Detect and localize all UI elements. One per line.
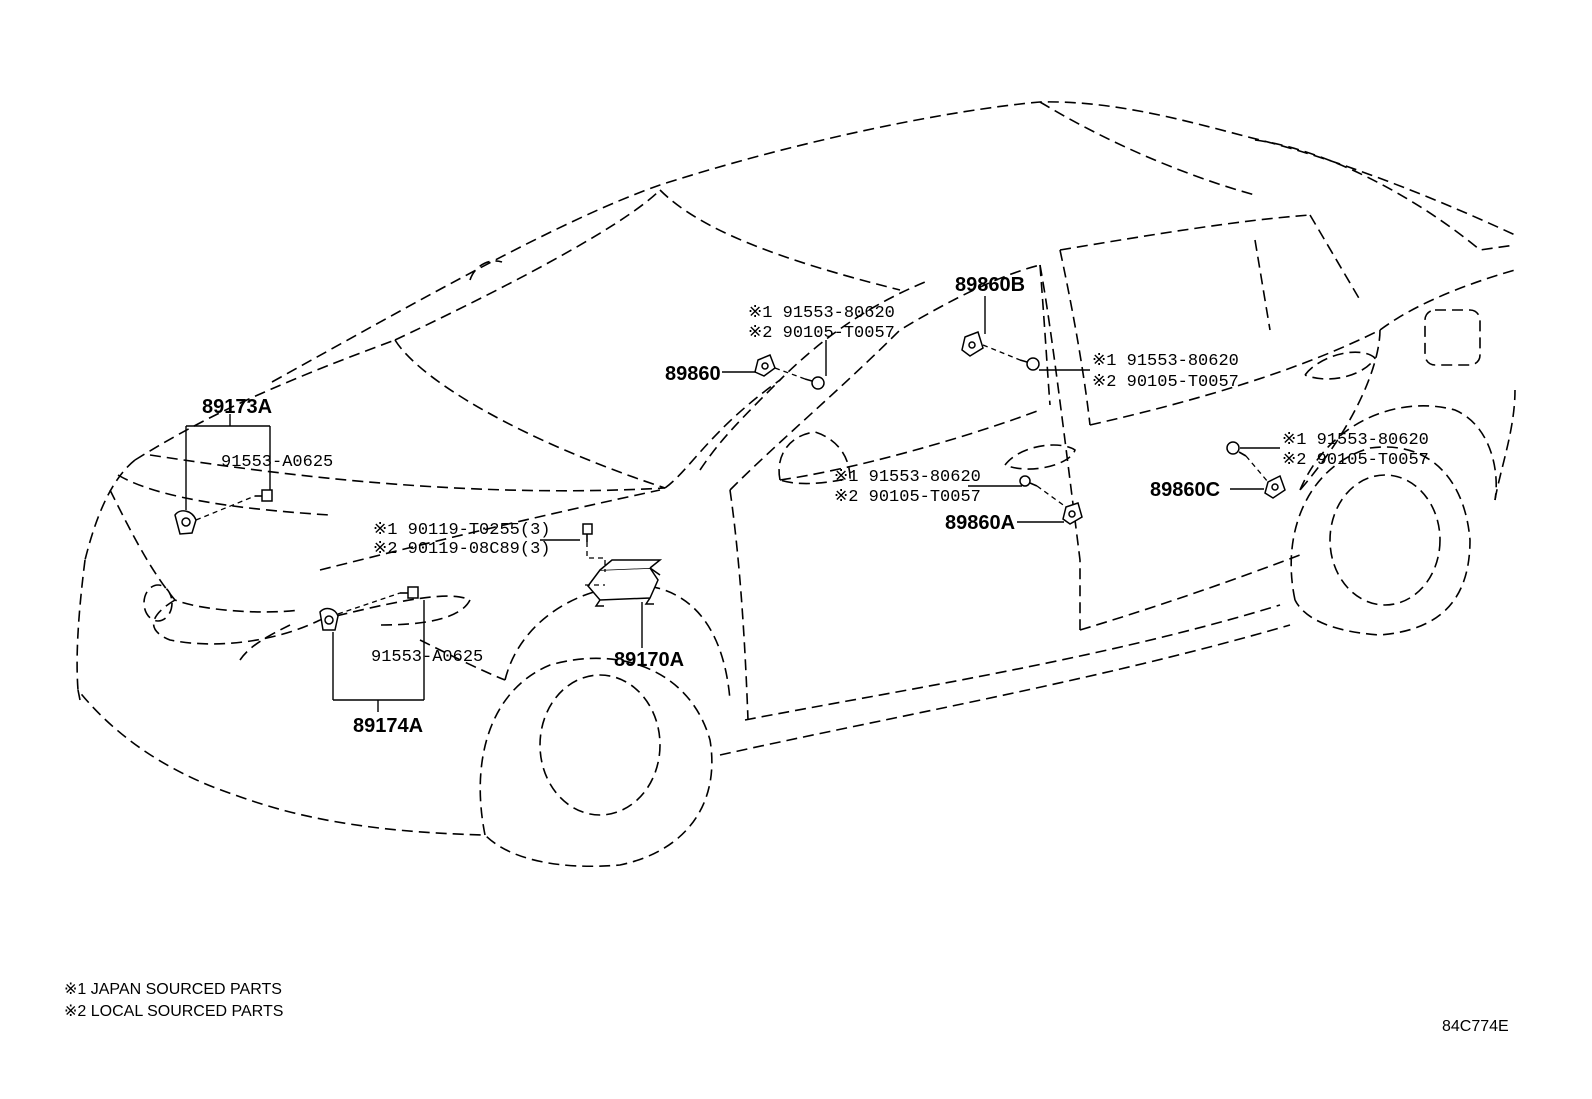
- bolt-91553-A0625-top-icon: [255, 489, 273, 502]
- label-89860B: 89860B: [955, 274, 1025, 296]
- label-90119-local: ※2 90119-08C89(3): [373, 540, 550, 559]
- label-89170A: 89170A: [614, 649, 684, 671]
- sensor-89173A-icon: [174, 510, 197, 535]
- label-89860A-japan: ※1 91553-80620: [834, 468, 981, 487]
- label-89860: 89860: [665, 363, 721, 385]
- label-89860-local: ※2 90105-T0057: [748, 324, 895, 343]
- label-89860C-japan: ※1 91553-80620: [1282, 431, 1429, 450]
- bolt-89860A-icon: [1019, 475, 1038, 487]
- bolt-91553-A0625-bottom-icon: [400, 586, 419, 599]
- label-89173A: 89173A: [202, 396, 272, 418]
- car-outline: [76, 101, 1516, 868]
- label-90119-japan: ※1 90119-T0255(3): [373, 521, 550, 540]
- label-89860A-local: ※2 90105-T0057: [834, 488, 981, 507]
- bolt-89860-icon: [804, 376, 825, 390]
- note-local-sourced: ※2 LOCAL SOURCED PARTS: [64, 1003, 284, 1020]
- leader-lines: [185, 296, 1280, 712]
- bolt-89860C-icon: [1226, 441, 1247, 457]
- bolt-89860B-icon: [1019, 357, 1040, 371]
- label-89860C: 89860C: [1150, 479, 1220, 501]
- sensor-89860C-icon: [1264, 474, 1286, 499]
- label-91553-A0625-top: 91553-A0625: [221, 453, 333, 472]
- label-89860C-local: ※2 90105-T0057: [1282, 451, 1429, 470]
- sensor-89174A-icon: [319, 607, 339, 631]
- label-89860-japan: ※1 91553-80620: [748, 304, 895, 323]
- sensor-89860-icon: [754, 354, 776, 377]
- sensor-89860A-icon: [1062, 502, 1083, 525]
- label-89860A: 89860A: [945, 512, 1015, 534]
- label-89860B-local: ※2 90105-T0057: [1092, 373, 1239, 392]
- label-91553-A0625-bottom: 91553-A0625: [371, 648, 483, 667]
- figure-code: 84C774E: [1442, 1018, 1509, 1035]
- bolt-90119-icon: [582, 523, 593, 542]
- airbag-control-module-89170A-icon: [587, 559, 663, 607]
- label-89860B-japan: ※1 91553-80620: [1092, 352, 1239, 371]
- sensor-89860B-icon: [961, 331, 984, 357]
- label-89174A: 89174A: [353, 715, 423, 737]
- note-japan-sourced: ※1 JAPAN SOURCED PARTS: [64, 981, 282, 998]
